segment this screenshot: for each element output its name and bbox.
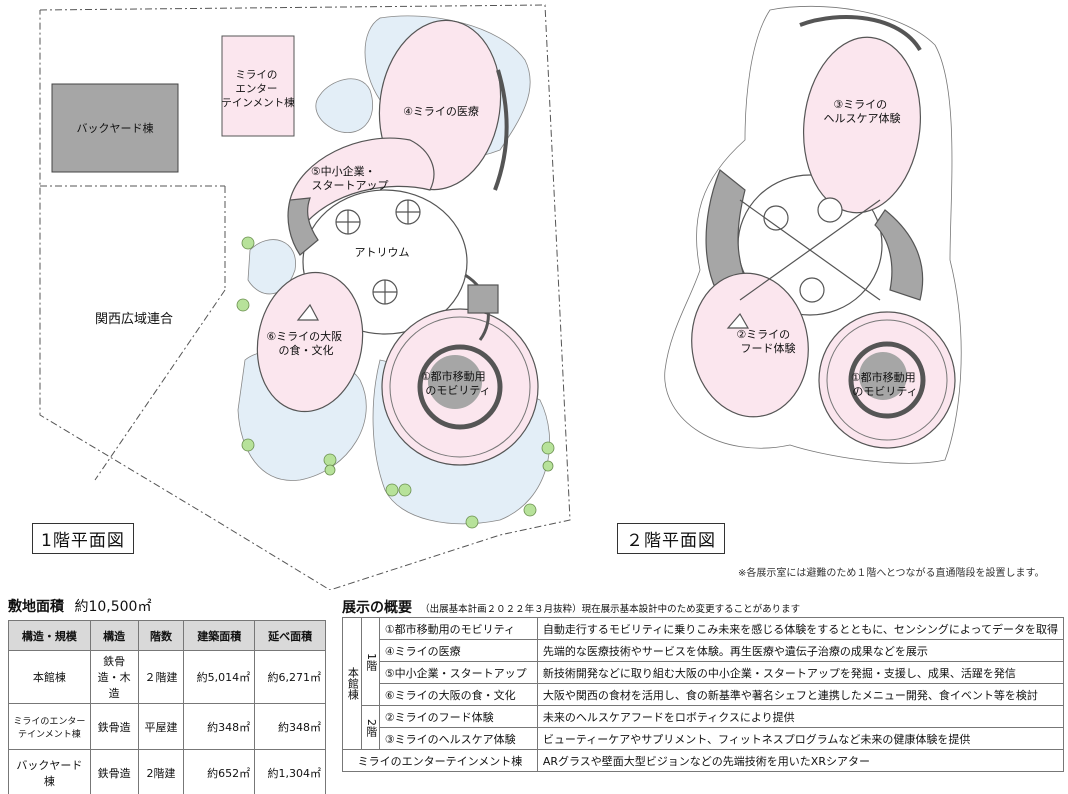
label-kansai: 関西広域連合: [95, 312, 173, 327]
cell-total: 約1,304㎡: [254, 749, 326, 794]
cell-total: 約348㎡: [254, 703, 326, 750]
cell-name: 本館棟: [8, 650, 91, 704]
table-row: ⑤中小企業・スタートアップ 新技術開発などに取り組む大阪の中小企業・スタートアッ…: [343, 661, 1065, 684]
exhibit-desc: 未来のヘルスケアフードをロボティクスにより提供: [536, 705, 1065, 728]
cell-floors: 2階建: [137, 749, 185, 794]
label-backyard: バックヤード棟: [77, 121, 154, 135]
structure-header-row: 構造・規模 構造 階数 建築面積 延べ面積: [8, 620, 326, 651]
header-cell: 構造・規模: [8, 620, 91, 651]
main-building-1f: [256, 19, 539, 466]
label-food-culture: ⑥ミライの大阪 の食・文化: [266, 329, 345, 357]
label-food-2f: ②ミライの フード体験: [736, 328, 795, 355]
site-area-label: 敷地面積: [8, 599, 64, 615]
exhibit-name: ⑥ミライの大阪の食・文化: [378, 683, 538, 706]
header-cell: 階数: [137, 620, 185, 651]
exhibit-desc: 新技術開発などに取り組む大阪の中小企業・スタートアップを発掘・支援し、成果、活躍…: [536, 661, 1065, 684]
table-row: ④ミライの医療 先端的な医療技術やサービスを体験。再生医療や遺伝子治療の成果など…: [343, 639, 1065, 662]
cell-floors: ２階建: [137, 650, 185, 704]
floor2-plan: [664, 5, 962, 464]
exhibit-name: ⑤中小企業・スタートアップ: [378, 661, 538, 684]
exhibit-name: ①都市移動用のモビリティ: [378, 617, 538, 640]
table-row: 2階 ②ミライのフード体験 未来のヘルスケアフードをロボティクスにより提供: [343, 705, 1065, 750]
floor-plans: バックヤード棟 ミライの エンター テインメント棟 関西広域連合 アトリウム ④…: [39, 4, 962, 590]
exhibit-name: ミライのエンターテインメント棟: [342, 749, 538, 772]
site-divider: [94, 289, 226, 481]
entertainment-building: [221, 35, 295, 137]
exhibit-desc: 先端的な医療技術やサービスを体験。再生医療や遺伝子治療の成果などを展示: [536, 639, 1065, 662]
site-area: 敷地面積 約10,500㎡: [8, 596, 151, 616]
table-row: ミライのエンターテインメント棟 ARグラスや壁面大型ビジョンなどの先端技術を用い…: [342, 749, 1065, 772]
exhibit-name: ②ミライのフード体験: [378, 705, 538, 728]
backyard-building: [51, 83, 179, 173]
exhibits-subtitle: （出展基本計画２０２２年３月抜粋）現在展示基本設計中のため変更することがあります: [420, 604, 801, 615]
floor2-label: ２階平面図: [617, 523, 725, 554]
site-area-value: 約10,500㎡: [74, 599, 152, 615]
floor1-plan: [39, 4, 571, 590]
cell-building: 約348㎡: [183, 703, 256, 750]
exhibit-desc: 自動走行するモビリティに乗りこみ未来を感じる体験をするとともに、センシングによっ…: [536, 617, 1065, 640]
exhibits-title: 展示の概要: [342, 600, 412, 616]
cell-struct: 鉄骨造: [89, 703, 139, 750]
cell-struct: 鉄骨造: [89, 749, 139, 794]
label-mobility-2f: ①都市移動用 のモビリティ: [851, 370, 919, 398]
exhibits-heading: 展示の概要 （出展基本計画２０２２年３月抜粋）現在展示基本設計中のため変更するこ…: [342, 597, 800, 617]
table-row: 本館棟 鉄骨造・木造 ２階建 約5,014㎡ 約6,271㎡: [8, 650, 326, 704]
table-row: ミライのエンターテインメント棟 鉄骨造 平屋建 約348㎡ 約348㎡: [8, 703, 326, 750]
table-row: ③ミライのヘルスケア体験 ビューティーケアやサプリメント、フィットネスプログラム…: [343, 727, 1065, 750]
table-row: 本館棟 1階 ①都市移動用のモビリティ 自動走行するモビリティに乗りこみ未来を感…: [341, 617, 1065, 750]
label-medical: ④ミライの医療: [403, 104, 479, 118]
table-row: ⑥ミライの大阪の食・文化 大阪や関西の食材を活用し、食の新基準や著名シェフと連携…: [343, 683, 1065, 706]
main-building-cell: 本館棟: [341, 617, 363, 750]
cell-struct: 鉄骨造・木造: [89, 650, 139, 704]
structure-table: 構造・規模 構造 階数 建築面積 延べ面積 本館棟 鉄骨造・木造 ２階建 約5,…: [8, 620, 326, 794]
floor2-cell: 2階: [361, 705, 380, 750]
label-atrium: アトリウム: [355, 246, 410, 259]
floor1-cell: 1階: [361, 617, 380, 706]
table-row: バックヤード棟 鉄骨造 2階建 約652㎡ 約1,304㎡: [8, 749, 326, 794]
exhibit-desc: ビューティーケアやサプリメント、フィットネスプログラムなど未来の健康体験を提供: [536, 727, 1065, 750]
exhibit-name: ③ミライのヘルスケア体験: [378, 727, 538, 750]
label-entertainment: ミライの エンター テインメント棟: [221, 69, 295, 109]
stairs-note: ※各展示室には避難のため１階へとつながる直通階段を設置します。: [738, 568, 1045, 579]
cell-name: ミライのエンターテインメント棟: [8, 703, 91, 750]
cell-building: 約652㎡: [183, 749, 256, 794]
cell-floors: 平屋建: [137, 703, 185, 750]
label-startup: ⑤中小企業・ スタートアップ: [311, 164, 389, 192]
header-cell: 構造: [89, 620, 139, 651]
site-boundary: [39, 4, 571, 590]
cell-name: バックヤード棟: [8, 749, 91, 794]
header-cell: 延べ面積: [254, 620, 326, 651]
trees: [236, 236, 555, 529]
exhibit-name: ④ミライの医療: [378, 639, 538, 662]
exhibits-table: 本館棟 1階 ①都市移動用のモビリティ 自動走行するモビリティに乗りこみ未来を感…: [341, 617, 1065, 772]
exhibit-desc: 大阪や関西の食材を活用し、食の新基準や著名シェフと連携したメニュー開発、食イベン…: [536, 683, 1065, 706]
label-mobility-1f: ①都市移動用 のモビリティ: [421, 369, 491, 397]
label-healthcare: ③ミライの ヘルスケア体験: [824, 98, 901, 125]
floor1-label: 1階平面図: [32, 523, 134, 554]
exhibit-desc: ARグラスや壁面大型ビジョンなどの先端技術を用いたXRシアター: [536, 749, 1065, 772]
cell-total: 約6,271㎡: [254, 650, 326, 704]
header-cell: 建築面積: [183, 620, 256, 651]
cell-building: 約5,014㎡: [183, 650, 256, 704]
